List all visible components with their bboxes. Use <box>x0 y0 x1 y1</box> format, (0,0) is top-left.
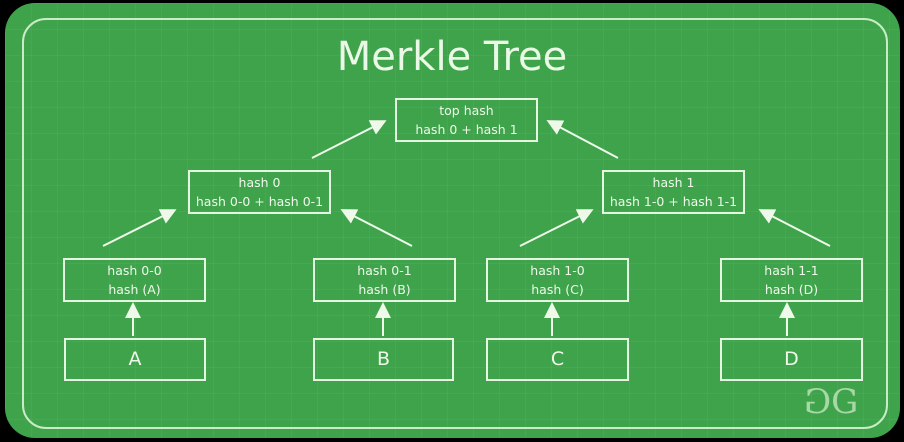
geeksforgeeks-logo: GG <box>810 382 858 422</box>
node-formula: hash 0-0 + hash 0-1 <box>195 194 324 209</box>
node-hash-0: hash 0 hash 0-0 + hash 0-1 <box>188 170 331 214</box>
node-formula: hash (A) <box>108 282 161 297</box>
node-formula: hash (D) <box>764 282 819 297</box>
data-block-b: B <box>313 338 454 381</box>
diagram-background <box>5 3 900 438</box>
node-formula: hash 1-0 + hash 1-1 <box>609 194 738 209</box>
arrow-hash00-to-hash0 <box>102 209 177 247</box>
node-hash-0-0: hash 0-0 hash (A) <box>63 258 206 302</box>
node-label: hash 0-0 <box>107 263 162 278</box>
node-formula: hash (B) <box>358 282 411 297</box>
diagram-title: Merkle Tree <box>336 34 568 80</box>
node-label: hash 1 <box>652 175 695 190</box>
node-formula: hash (C) <box>531 282 584 297</box>
inner-border <box>22 18 888 429</box>
arrow-hash01-to-hash0 <box>340 209 413 247</box>
node-label: hash 1-1 <box>764 263 819 278</box>
arrow-hash11-to-hash1 <box>758 209 831 247</box>
data-block-a: A <box>64 338 206 381</box>
data-block-d: D <box>720 338 863 381</box>
node-formula: hash 0 + hash 1 <box>415 122 518 137</box>
node-hash-1-0: hash 1-0 hash (C) <box>486 258 629 302</box>
node-label: top hash <box>439 103 494 118</box>
node-hash-0-1: hash 0-1 hash (B) <box>313 258 456 302</box>
node-top-hash: top hash hash 0 + hash 1 <box>395 98 538 142</box>
data-block-c: C <box>486 338 629 381</box>
node-hash-1-1: hash 1-1 hash (D) <box>720 258 863 302</box>
node-label: hash 0-1 <box>357 263 412 278</box>
arrow-hash10-to-hash1 <box>519 209 594 247</box>
arrow-hash0-to-top <box>311 120 387 159</box>
arrow-hash1-to-top <box>546 120 619 159</box>
node-label: hash 1-0 <box>530 263 585 278</box>
node-label: hash 0 <box>238 175 281 190</box>
node-hash-1: hash 1 hash 1-0 + hash 1-1 <box>602 170 745 214</box>
